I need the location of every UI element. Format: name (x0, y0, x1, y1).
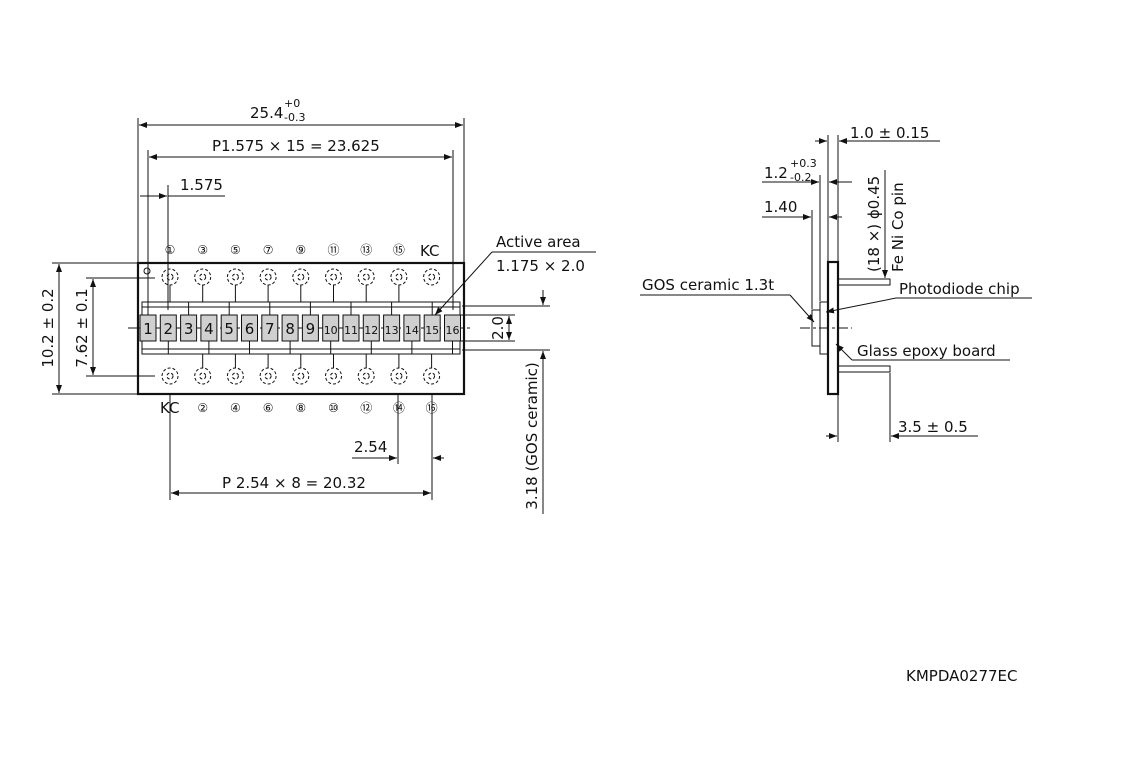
top-kc-pad (423, 268, 441, 286)
cell-number: 6 (245, 320, 255, 338)
bottom-pin-pad (292, 367, 310, 385)
pin-pitch-total: P 2.54 × 8 = 20.32 (222, 474, 366, 492)
pin-upper (837, 278, 891, 286)
pin-pitch-value: 2.54 (354, 438, 387, 456)
top-kc-label: KC (420, 242, 440, 260)
cell-number: 15 (425, 324, 439, 337)
cell-number: 9 (306, 320, 316, 338)
active-area-size: 1.175 × 2.0 (496, 257, 585, 275)
glass-epoxy-label: Glass epoxy board (857, 342, 996, 360)
top-pin-number: ⑤ (230, 243, 241, 257)
cell-number: 1 (143, 320, 153, 338)
photodiode-chip-label: Photodiode chip (899, 280, 1020, 298)
pin-count-diameter: (18 ×) ϕ0.45 (865, 176, 883, 272)
bottom-pin-pad (226, 367, 244, 385)
top-pin-pad (390, 268, 408, 286)
top-pin-pads: ① ③ ⑤ ⑦ ⑨ ⑪ ⑬ ⑮ (161, 243, 441, 302)
board-thickness-value: 1.0 ± 0.15 (850, 124, 929, 142)
top-pin-pad (226, 268, 244, 286)
pin-lower (837, 365, 891, 373)
index-mark (143, 267, 151, 275)
bottom-pin-pad (325, 367, 342, 385)
pin-length-value: 3.5 ± 0.5 (898, 418, 968, 436)
top-pin-number: ① (165, 243, 176, 257)
cell-pitch-single: 1.575 (180, 176, 223, 194)
drawing-id: KMPDA0277EC (906, 667, 1018, 685)
cell-number: 8 (285, 320, 295, 338)
top-pin-number: ③ (197, 243, 208, 257)
chip-offset-tol-lower: -0.2 (790, 171, 811, 184)
bottom-pin-number: ⑧ (295, 401, 306, 415)
cell-number: 10 (324, 324, 338, 337)
cell-pitch-total: P1.575 × 15 = 23.625 (212, 137, 380, 155)
bottom-pin-pad (423, 367, 441, 385)
bottom-pin-number: ⑭ (393, 401, 405, 415)
bottom-kc-label: KC (160, 399, 180, 417)
cell-number: 2 (164, 320, 174, 338)
chip-offset-tol-upper: +0.3 (790, 157, 817, 170)
cell-number: 12 (364, 324, 378, 337)
chip-offset-value: 1.2 (764, 164, 788, 182)
cell-number: 5 (224, 320, 234, 338)
overall-width-value: 25.4 (250, 104, 283, 122)
bottom-kc-pad (161, 367, 179, 385)
bottom-pin-pad (357, 367, 375, 385)
bottom-pin-pad (259, 367, 277, 385)
overall-width-tol-upper: +0 (284, 97, 300, 110)
cell-number: 3 (184, 320, 194, 338)
cell-number: 4 (204, 320, 214, 338)
top-pin-pad (325, 268, 342, 286)
bottom-pin-number: ④ (230, 401, 241, 415)
top-pin-number: ⑬ (360, 243, 372, 257)
top-pin-pad (194, 268, 212, 286)
bottom-pin-number: ⑥ (263, 401, 274, 415)
top-pin-number: ⑨ (295, 243, 306, 257)
top-pin-pad (259, 268, 277, 286)
bottom-pin-number: ⑩ (328, 401, 339, 415)
bottom-pin-pad (390, 367, 408, 385)
bottom-pin-number: ② (197, 401, 208, 415)
cell-number: 14 (405, 324, 419, 337)
cell-number: 16 (446, 324, 460, 337)
gos-height-value: 3.18 (GOS ceramic) (523, 362, 541, 509)
top-pin-number: ⑮ (393, 243, 405, 257)
inner-height-value: 7.62 ± 0.1 (73, 288, 91, 367)
chip-height-value: 2.0 (489, 316, 507, 340)
overall-width-tol-lower: -0.3 (284, 111, 305, 124)
cell-number: 13 (385, 324, 399, 337)
gos-ceramic-label: GOS ceramic 1.3t (642, 276, 774, 294)
top-pin-number: ⑪ (327, 243, 339, 257)
depth-value: 1.40 (764, 198, 797, 216)
pin-material: Fe Ni Co pin (889, 182, 907, 272)
outer-height-value: 10.2 ± 0.2 (39, 288, 57, 367)
active-area-label: Active area (496, 233, 581, 251)
bottom-pin-pad (194, 367, 212, 385)
top-pin-pad (292, 268, 310, 286)
side-view: 1.0 ± 0.15 1.2 +0.3 -0.2 1.40 (18 ×) ϕ0.… (640, 124, 1032, 442)
bottom-pin-number: ⑫ (360, 401, 372, 415)
top-pin-pad (357, 268, 375, 286)
top-pin-pad (161, 268, 179, 286)
cell-number: 7 (265, 320, 275, 338)
cell-number: 11 (344, 324, 358, 337)
top-pin-number: ⑦ (263, 243, 274, 257)
